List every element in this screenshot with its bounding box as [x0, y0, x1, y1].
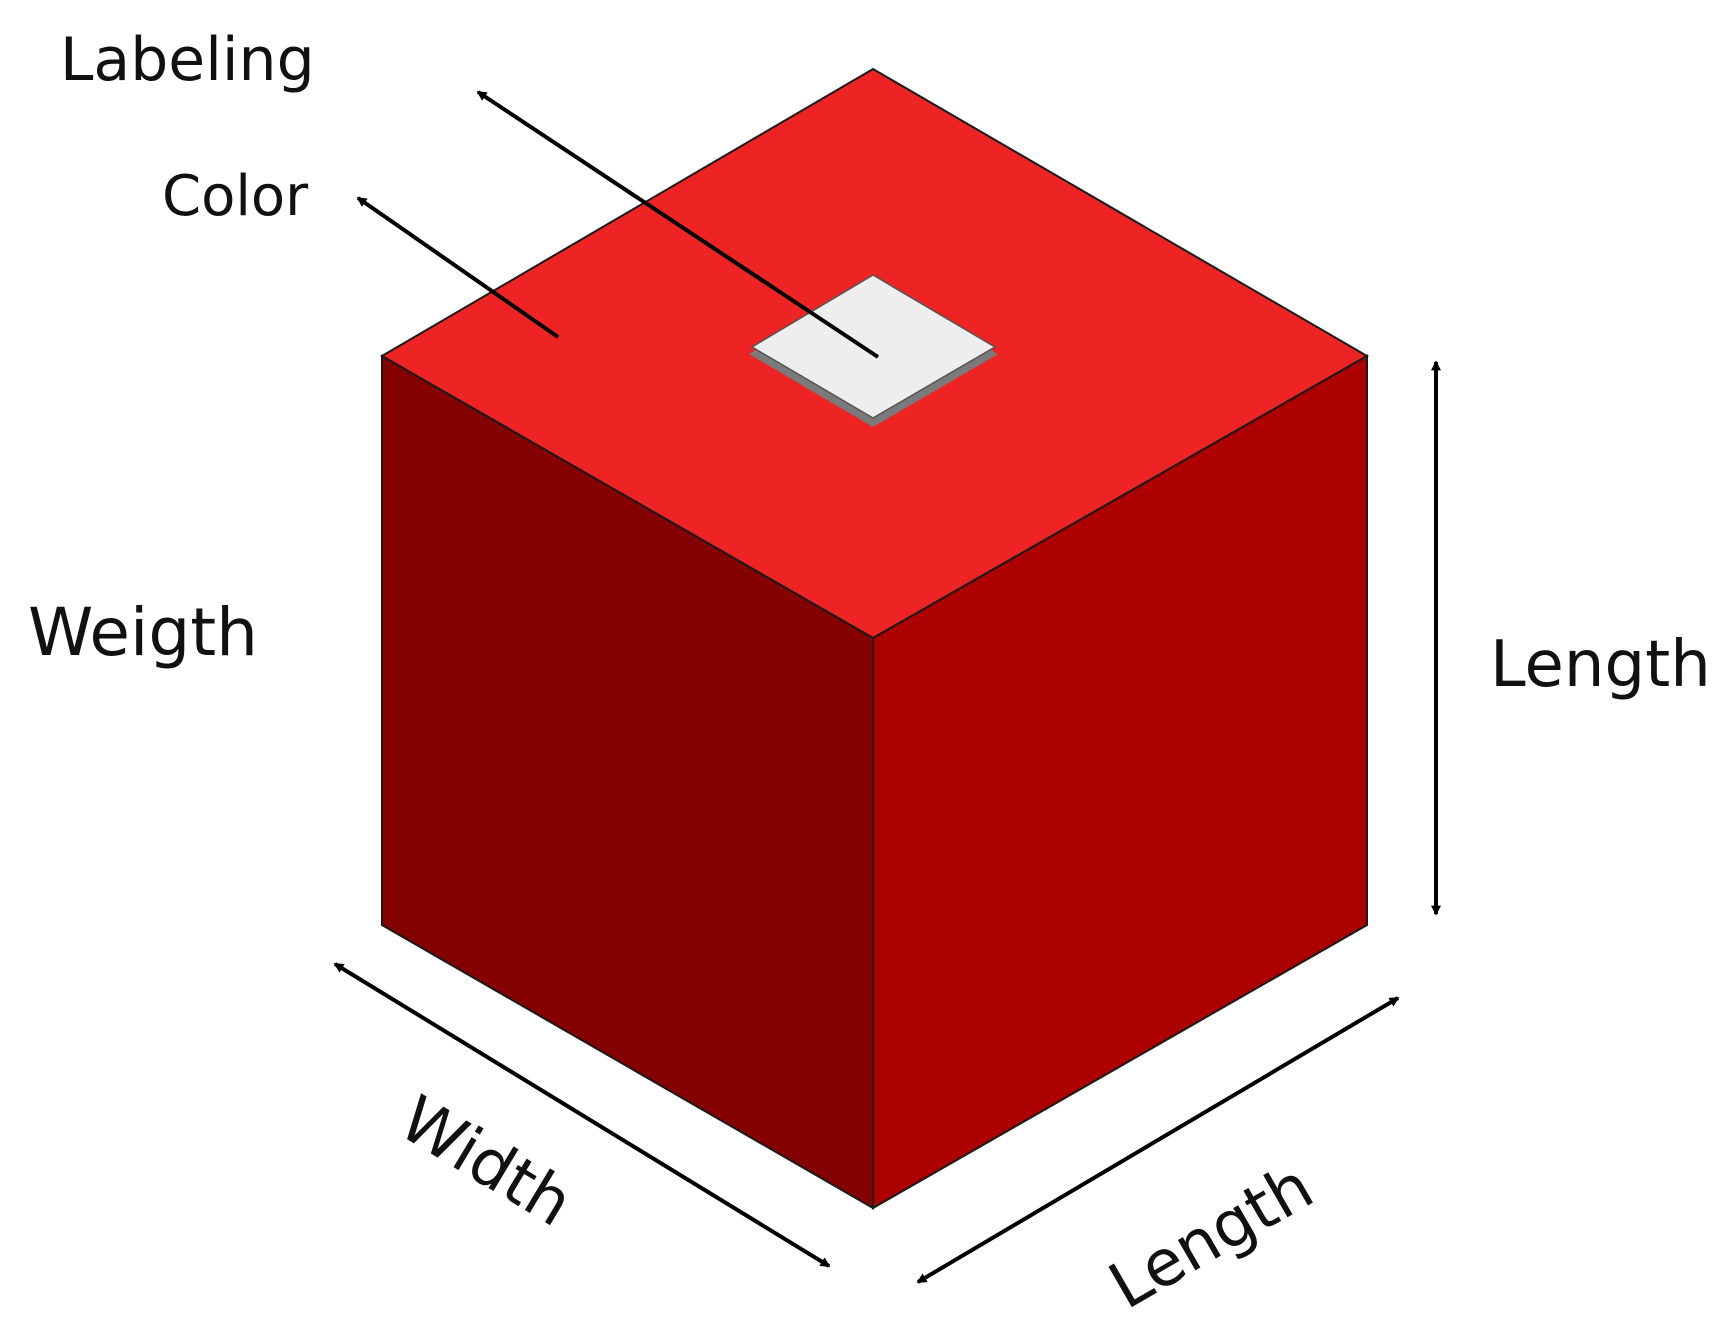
labeling-pointer-arrow: [476, 90, 880, 359]
color-pointer-arrow: [356, 196, 560, 339]
labeling-label: Labeling: [60, 25, 315, 95]
cube-right-face: [872, 354, 1368, 1210]
width-dimension-arrow: [333, 962, 831, 1268]
width-label: Width: [387, 1082, 584, 1241]
weight-label: Weigth: [28, 594, 258, 671]
length-label: Length: [1097, 1150, 1325, 1324]
label-sticker-face: [750, 274, 997, 419]
color-label: Color: [162, 164, 309, 229]
height-label: Length: [1490, 628, 1711, 702]
cube: [380, 67, 1370, 1210]
length-dimension-arrow: [916, 996, 1400, 1284]
